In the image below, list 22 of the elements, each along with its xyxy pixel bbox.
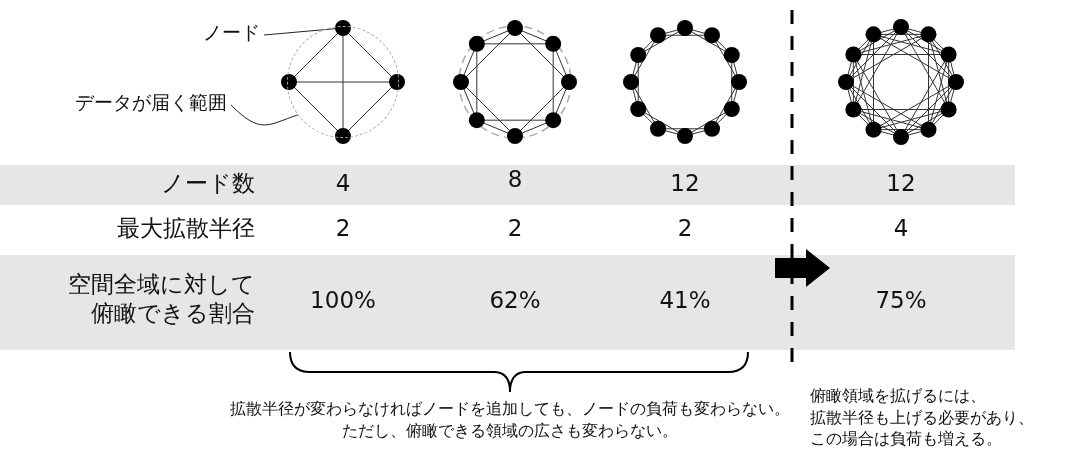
row-label: 最大拡散半径 (116, 214, 255, 243)
table-value: 2 (676, 214, 694, 243)
table-value: 4 (892, 214, 910, 243)
callout-label: データが届く範囲 (74, 90, 227, 115)
row-label: ノード数 (160, 169, 255, 198)
table-value: 75% (874, 286, 928, 315)
table-value: 12 (885, 169, 917, 198)
table-value: 4 (334, 169, 352, 198)
table-value: 41% (658, 286, 712, 315)
table-value: 100% (309, 286, 377, 315)
table-value: 12 (669, 169, 701, 198)
table-value: 8 (506, 165, 524, 194)
row-label: 空間全域に対して俯瞰できる割合 (67, 270, 255, 328)
table-value: 62% (488, 286, 542, 315)
table-value: 2 (506, 214, 524, 243)
leader-line (263, 28, 336, 36)
note-text: 拡散半径が変わらなければノードを追加しても、ノードの負荷も変わらない。ただし、俯瞰できる領域の広さも変わらない。 (229, 398, 791, 442)
note-text: 俯瞰領域を拡げるには、拡散半径も上げる必要があり、この場合は負荷も増える。 (810, 385, 1035, 450)
callout-label: ノード (202, 20, 260, 45)
table-value: 2 (334, 214, 352, 243)
leader-line (230, 104, 299, 126)
node-dot (335, 20, 351, 36)
